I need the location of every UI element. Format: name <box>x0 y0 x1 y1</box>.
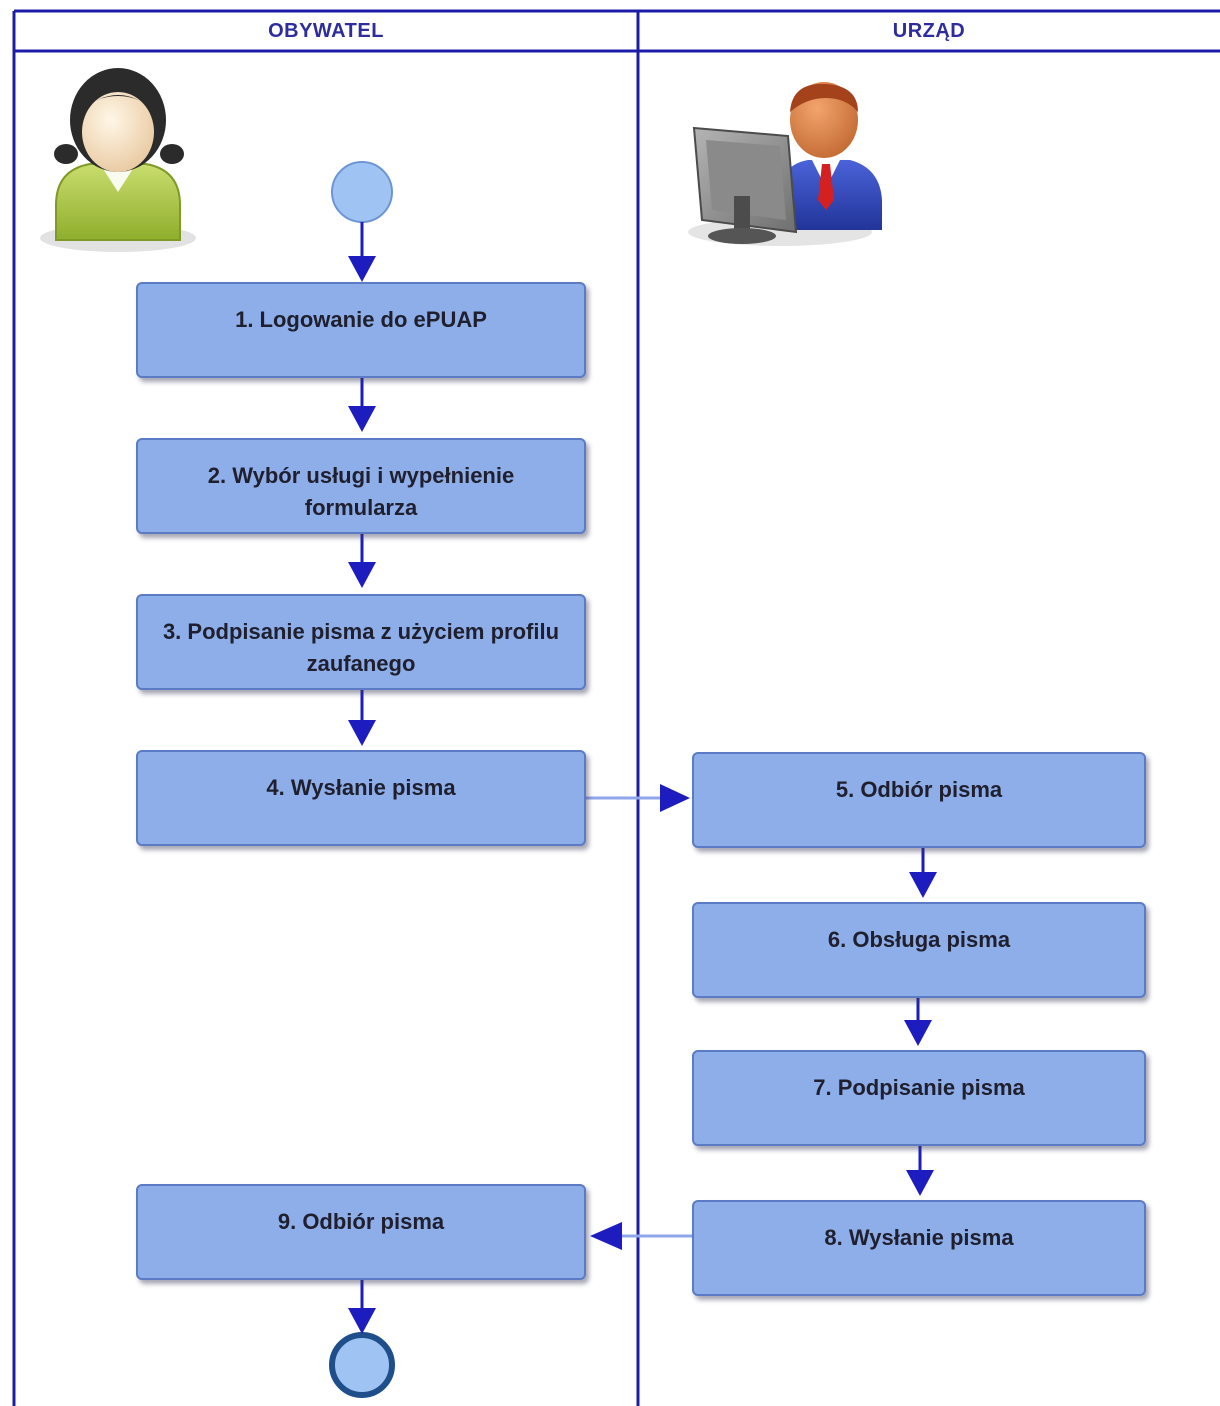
step-6-process-document: 6. Obsługa pisma <box>692 902 1146 998</box>
lane-header-urzad: URZĄD <box>892 19 966 42</box>
step-2-select-service: 2. Wybór usługi i wypełnienie formularza <box>136 438 586 534</box>
step-8-send-document: 8. Wysłanie pisma <box>692 1200 1146 1296</box>
step-9-receive-document: 9. Odbiór pisma <box>136 1184 586 1280</box>
step-5-receive-document: 5. Odbiór pisma <box>692 752 1146 848</box>
step-7-sign-document: 7. Podpisanie pisma <box>692 1050 1146 1146</box>
step-3-sign-document: 3. Podpisanie pisma z użyciem profilu za… <box>136 594 586 690</box>
step-4-send-document: 4. Wysłanie pisma <box>136 750 586 846</box>
step-1-login: 1. Logowanie do ePUAP <box>136 282 586 378</box>
start-event <box>331 161 393 223</box>
citizen-woman-icon <box>40 68 196 252</box>
lane-frame <box>12 9 1220 1406</box>
lane-header-obywatel: OBYWATEL <box>268 19 384 42</box>
flow-connectors <box>348 222 937 1334</box>
end-event <box>329 1332 395 1398</box>
clerk-at-computer-icon <box>688 82 882 246</box>
